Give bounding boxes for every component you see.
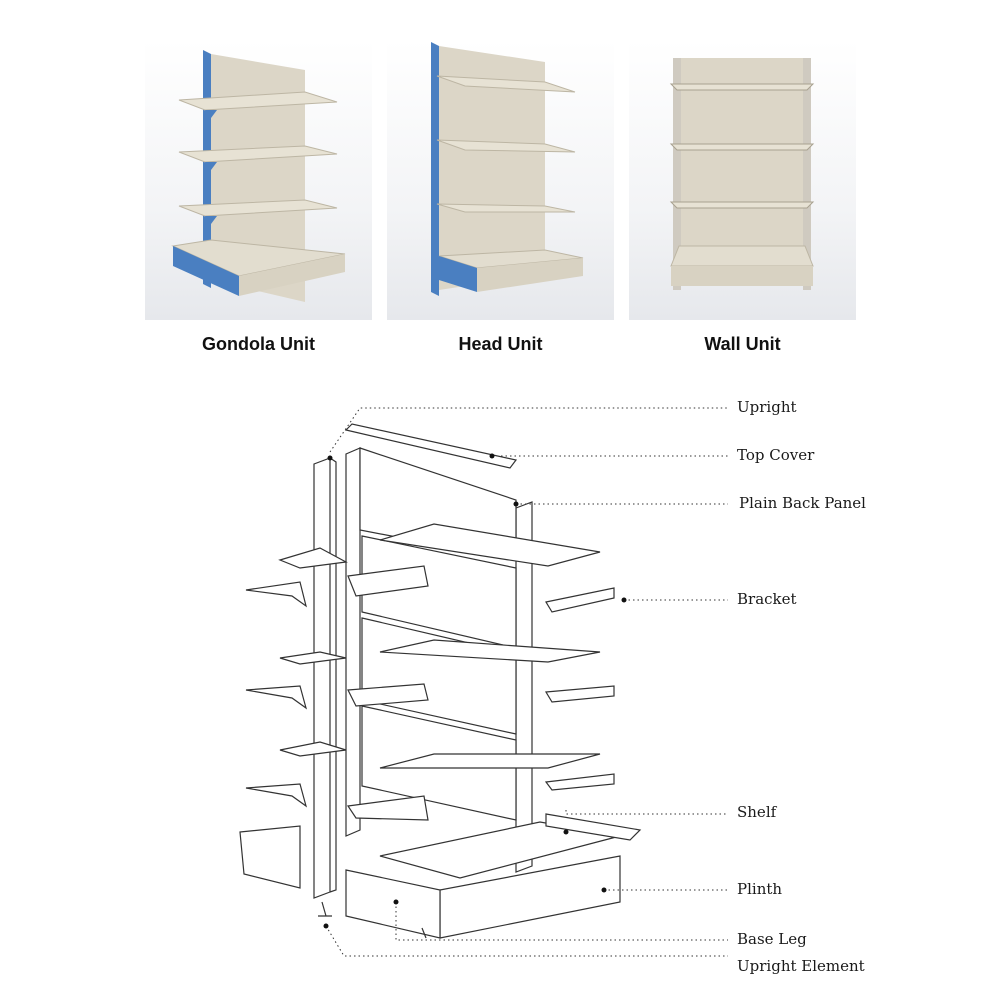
label-plain-back-panel: Plain Back Panel (739, 494, 866, 512)
label-shelf: Shelf (737, 803, 777, 821)
head-unit-caption: Head Unit (458, 334, 543, 354)
label-base-leg: Base Leg (737, 930, 807, 948)
wall-unit-caption: Wall Unit (704, 334, 781, 354)
head-unit-photo (387, 40, 614, 320)
label-upright: Upright (737, 398, 797, 416)
wall-unit-photo (629, 40, 856, 320)
label-bracket: Bracket (737, 590, 797, 608)
label-plinth: Plinth (737, 880, 783, 898)
exploded-shelf-diagram (239, 407, 728, 957)
gondola-unit-photo (145, 40, 372, 320)
label-top-cover: Top Cover (737, 446, 815, 464)
gondola-unit-caption: Gondola Unit (202, 334, 315, 354)
label-upright-element: Upright Element (737, 957, 865, 975)
